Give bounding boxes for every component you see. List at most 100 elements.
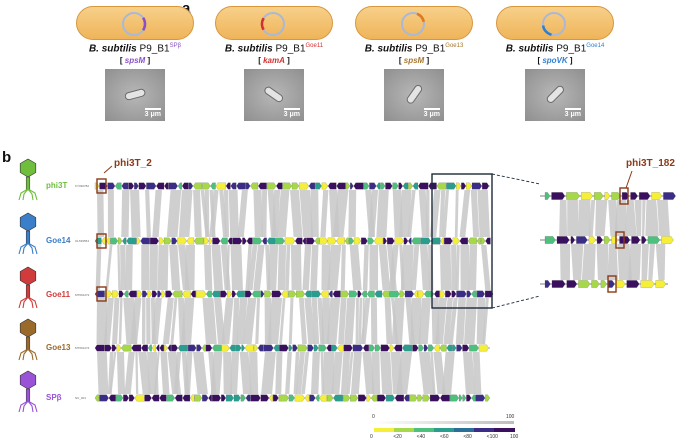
- zoom-connector-bottom: [491, 295, 541, 309]
- gene-arrow: [178, 344, 188, 352]
- gene-arrow: [275, 237, 285, 245]
- phage-leg-icon: [27, 296, 34, 309]
- gene-arrow: [174, 394, 183, 402]
- gene-arrow: [212, 344, 222, 352]
- synteny-band: [362, 245, 369, 290]
- phi3t-182-highlight: [607, 275, 617, 293]
- synteny-band: [332, 190, 349, 237]
- gene-arrow: [311, 290, 321, 298]
- gene-arrow: [308, 182, 316, 190]
- gene-arrow: [128, 182, 134, 190]
- gene-arrow: [220, 290, 228, 298]
- synteny-band: [277, 245, 287, 290]
- phage-accession-label: OL539554: [75, 239, 90, 243]
- phage-leg-icon: [18, 348, 29, 361]
- gene-arrow: [366, 394, 371, 402]
- inset-gene-arrow: [570, 236, 575, 244]
- gene-arrow: [208, 237, 213, 245]
- inset-synteny-band: [559, 200, 568, 236]
- gene-arrow: [227, 237, 233, 245]
- inset-gene-arrow: [576, 236, 588, 244]
- gene-arrow: [439, 290, 446, 298]
- gene-arrow: [374, 237, 383, 245]
- synteny-band: [304, 298, 315, 344]
- inset-synteny-band: [578, 200, 591, 236]
- gene-arrow: [115, 394, 124, 402]
- synteny-band: [285, 352, 292, 394]
- inset-gene-arrow: [616, 280, 626, 288]
- inset-synteny-band: [607, 244, 619, 280]
- gene-arrow: [195, 290, 207, 298]
- inset-synteny-band: [614, 200, 627, 236]
- inset-gene-arrow: [641, 236, 647, 244]
- synteny-band: [267, 245, 279, 290]
- synteny-band: [169, 245, 181, 290]
- gene-arrow: [309, 394, 316, 402]
- inset-gene-arrow: [655, 280, 666, 288]
- gene-arrow: [485, 237, 491, 245]
- synteny-band: [204, 190, 210, 237]
- plasmid-icon: [260, 12, 285, 36]
- synteny-band: [439, 245, 452, 290]
- gene-arrow: [456, 290, 467, 298]
- bacterium-cell: [76, 6, 194, 40]
- gene-arrow: [352, 344, 363, 352]
- scale-bar: 3 μm: [424, 108, 440, 118]
- gene-arrow: [304, 394, 310, 402]
- identity-color-segment: [414, 428, 435, 432]
- scale-bar: 3 μm: [145, 108, 161, 118]
- identity-color-segment: [474, 428, 495, 432]
- synteny-band: [120, 245, 126, 290]
- gene-arrow: [333, 394, 343, 402]
- gene-arrow: [208, 394, 212, 402]
- microscopy-image: 3 μm: [384, 69, 444, 122]
- synteny-band: [135, 352, 139, 394]
- synteny-band: [223, 352, 233, 394]
- inset-gene-arrow: [556, 236, 570, 244]
- phage-accession-label: NC_001: [75, 396, 87, 400]
- gene-arrow: [253, 344, 258, 352]
- gene-arrow: [221, 344, 230, 352]
- synteny-band: [371, 352, 381, 394]
- gene-arrow: [456, 344, 463, 352]
- gene-arrow: [212, 394, 221, 402]
- gene-arrow: [164, 344, 168, 352]
- gene-arrow: [260, 290, 265, 298]
- inset-gene-arrow: [661, 236, 674, 244]
- gene-arrow: [408, 237, 412, 245]
- grey-scale-tick-max: 100: [506, 414, 515, 420]
- synteny-band: [311, 298, 320, 344]
- gene-arrow: [462, 394, 467, 402]
- gene-arrow: [117, 237, 123, 245]
- synteny-band: [302, 245, 312, 290]
- gene-arrow: [383, 237, 387, 245]
- synteny-band: [299, 190, 314, 237]
- synteny-band: [441, 352, 455, 394]
- phage-leg-icon: [27, 188, 38, 201]
- phage-accession-label: KY030782: [75, 184, 90, 188]
- gene-arrow: [171, 344, 178, 352]
- synteny-band: [223, 190, 230, 237]
- gene-arrow: [296, 290, 305, 298]
- synteny-band: [293, 352, 300, 394]
- gene-arrow: [163, 237, 172, 245]
- gene-arrow: [146, 182, 157, 190]
- callout-leader-left: [103, 165, 113, 174]
- gene-arrow: [193, 182, 203, 190]
- phage-name-label: SPβ: [46, 393, 62, 402]
- synteny-band: [418, 298, 431, 344]
- gene-arrow: [420, 237, 431, 245]
- gene-arrow: [389, 290, 400, 298]
- inset-gene-arrow: [611, 236, 619, 244]
- gene-arrow: [340, 290, 349, 298]
- synteny-band: [178, 190, 193, 237]
- phage-tail-icon: [25, 388, 31, 403]
- identity-color-segment: [454, 428, 475, 432]
- gene-arrow: [336, 237, 345, 245]
- gene-arrow: [363, 182, 370, 190]
- synteny-band: [279, 298, 286, 344]
- inset-gene-arrow: [639, 192, 651, 200]
- gene-arrow: [440, 237, 444, 245]
- gene-arrow: [409, 394, 418, 402]
- phi3t-182-highlight: [615, 231, 625, 249]
